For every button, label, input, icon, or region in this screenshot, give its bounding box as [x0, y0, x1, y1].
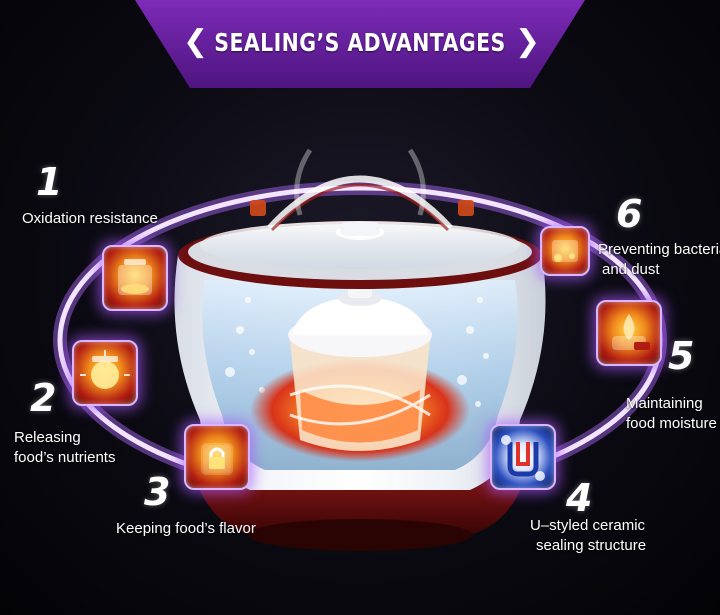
bacteria-shield-icon	[540, 226, 590, 276]
chevron-right-icon: ❯	[515, 24, 541, 59]
nutrient-release-icon	[72, 340, 138, 406]
page-title: SEALING’S ADVANTAGES	[214, 28, 506, 57]
feature-label-3: Keeping food’s flavor	[116, 520, 256, 537]
banner-shape	[135, 0, 585, 88]
sealed-pot-pro-icon	[102, 245, 168, 311]
chevron-left-icon: ❮	[183, 24, 209, 59]
feature-number-4: 4	[566, 476, 593, 520]
feature-number-1: 1	[36, 160, 63, 204]
feature-number-2: 2	[30, 376, 57, 420]
feature-label-2: Releasing food’s nutrients	[14, 429, 116, 466]
title-banner: ❮ SEALING’S ADVANTAGES ❯	[135, 0, 585, 88]
feature-label-4: U–styled ceramic sealing structure	[530, 517, 647, 554]
feature-label-5: Maintaining food moisture	[626, 395, 717, 432]
moisture-pot-icon	[596, 300, 662, 366]
u-seal-structure-icon	[490, 424, 556, 490]
feature-number-5: 5	[668, 334, 695, 378]
feature-label-1: Oxidation resistance	[22, 210, 158, 227]
feature-number-6: 6	[616, 192, 643, 236]
feature-number-3: 3	[144, 470, 171, 514]
lock-flavor-icon	[184, 424, 250, 490]
feature-label-6: Preventing bacteria and dust	[598, 241, 720, 278]
